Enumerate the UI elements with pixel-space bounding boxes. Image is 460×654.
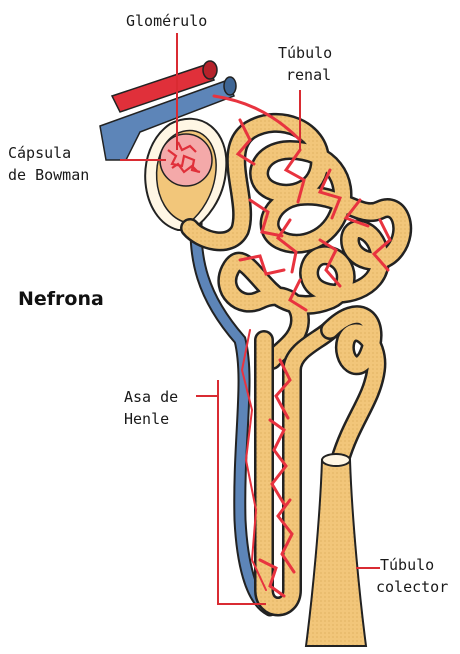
distal-tubule bbox=[330, 315, 376, 460]
label-tubulo-renal-line1: Túbulo bbox=[278, 44, 332, 62]
label-asa-line2: Henle bbox=[124, 410, 169, 428]
label-tubulo-renal-line2: renal bbox=[286, 66, 331, 84]
label-asa-line1: Asa de bbox=[124, 388, 178, 406]
label-colector-line1: Túbulo bbox=[380, 556, 434, 574]
label-glomerulo: Glomérulo bbox=[126, 12, 207, 30]
collecting-duct bbox=[306, 454, 366, 646]
glomerulus bbox=[160, 134, 212, 186]
label-colector-line2: colector bbox=[376, 578, 448, 596]
diagram-title: Nefrona bbox=[18, 288, 104, 310]
label-capsula-line1: Cápsula bbox=[8, 144, 71, 162]
label-capsula-line2: de Bowman bbox=[8, 166, 89, 184]
